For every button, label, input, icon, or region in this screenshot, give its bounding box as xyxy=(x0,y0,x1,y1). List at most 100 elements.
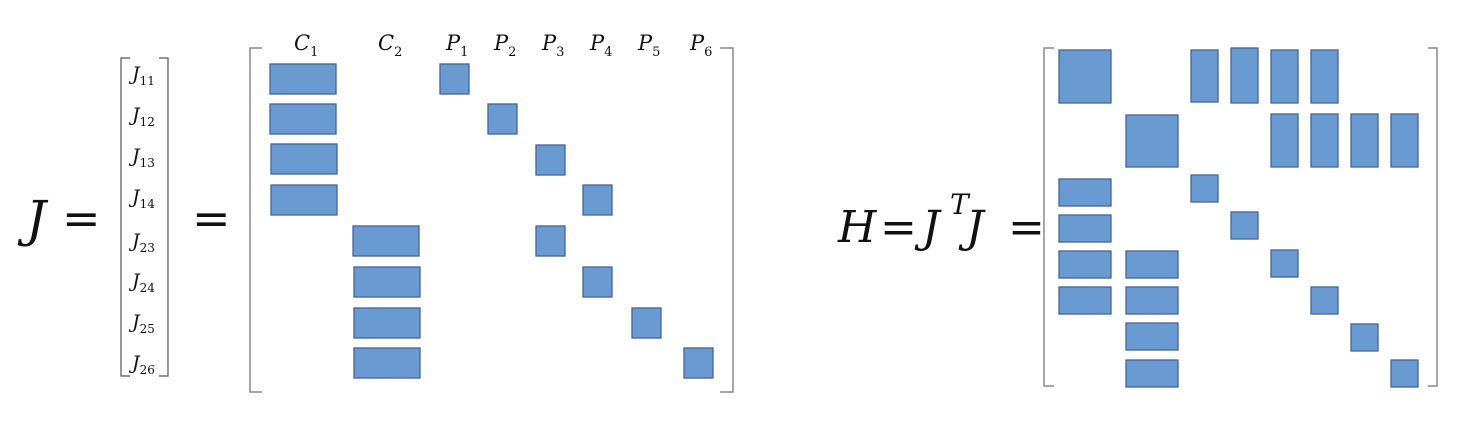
hessian-block-p1c1 xyxy=(1058,178,1112,207)
column-header-p1-base: P xyxy=(445,31,461,55)
hessian-block-c1p1 xyxy=(1190,49,1219,103)
column-header-p4: P4 xyxy=(589,31,612,60)
vector-entry-j12-subscript: 12 xyxy=(140,115,155,129)
column-header-c2-base: C xyxy=(378,31,394,55)
h-symbol: H xyxy=(837,202,878,253)
equals-sign-4: = xyxy=(1008,202,1045,253)
hessian-left-bracket xyxy=(1043,47,1054,387)
jacobian-right-bracket xyxy=(720,47,734,393)
jacobian-block-r12-p2 xyxy=(487,103,518,135)
hessian-block-p4p4 xyxy=(1310,286,1339,315)
hessian-block-c1p3 xyxy=(1270,49,1299,104)
hessian-block-p3c2 xyxy=(1125,250,1179,279)
jacobian-block-r14-c1 xyxy=(270,184,338,216)
column-header-c1-base: C xyxy=(294,31,310,55)
hessian-block-c1p2 xyxy=(1230,47,1259,104)
jacobian-block-r23-p3 xyxy=(535,225,566,257)
jacobian-left-bracket xyxy=(249,47,262,393)
column-header-p2-base: P xyxy=(493,31,509,55)
hessian-block-c1c1 xyxy=(1058,49,1112,104)
column-header-p2-subscript: 2 xyxy=(508,45,516,60)
transpose-superscript: T xyxy=(950,188,971,221)
jacobian-block-r23-c2 xyxy=(352,225,420,257)
column-header-p5-subscript: 5 xyxy=(652,45,660,60)
jacobian-block-r12-c1 xyxy=(269,103,337,135)
vector-entry-j25: J25 xyxy=(128,311,155,336)
jacobian-block-r24-c2 xyxy=(353,266,421,298)
hessian-block-p2p2 xyxy=(1230,211,1259,240)
jacobian-block-r11-c1 xyxy=(269,63,337,95)
hessian-block-p6p6 xyxy=(1390,359,1419,388)
vector-entry-j14: J14 xyxy=(128,186,155,211)
jacobian-block-r26-c2 xyxy=(353,347,421,379)
hessian-block-p3c1 xyxy=(1058,250,1112,279)
vector-entry-j11-base: J xyxy=(128,63,141,85)
vector-entry-j11: J11 xyxy=(128,63,155,88)
hessian-right-bracket xyxy=(1428,47,1438,387)
jacobian-block-r11-p1 xyxy=(439,63,470,95)
vector-right-bracket xyxy=(159,57,169,377)
column-header-p4-subscript: 4 xyxy=(604,45,612,60)
hessian-block-c2p5 xyxy=(1350,113,1379,168)
jacobian-block-r24-p4 xyxy=(582,266,613,298)
column-header-p6-base: P xyxy=(689,31,705,55)
vector-entry-j24-base: J xyxy=(128,270,141,292)
vector-entry-j26-base: J xyxy=(128,352,141,374)
vector-entry-j25-subscript: 25 xyxy=(140,322,155,336)
hessian-block-c2c2 xyxy=(1125,114,1179,168)
hessian-block-p1p1 xyxy=(1190,174,1219,203)
hessian-block-c2p3 xyxy=(1270,113,1299,168)
vector-entry-j23-subscript: 23 xyxy=(140,241,155,255)
hessian-blocks xyxy=(1058,47,1419,388)
hessian-block-p5c2 xyxy=(1125,322,1179,351)
vector-entry-j26: J26 xyxy=(128,352,155,377)
column-header-c1: C1 xyxy=(294,31,318,60)
column-header-c1-subscript: 1 xyxy=(310,45,318,60)
vector-entry-j12-base: J xyxy=(128,104,141,126)
j-symbol: J xyxy=(17,190,49,248)
column-header-p5-base: P xyxy=(637,31,653,55)
equals-sign-2: = xyxy=(192,191,231,245)
column-header-p6: P6 xyxy=(689,31,712,60)
jacobian-block-r13-c1 xyxy=(270,143,338,175)
column-header-p2: P2 xyxy=(493,31,516,60)
equals-sign-3: = xyxy=(880,202,917,253)
vector-entry-j12: J12 xyxy=(128,104,155,129)
column-header-p1-subscript: 1 xyxy=(460,45,468,60)
jacobian-point-blocks xyxy=(439,63,714,379)
hessian-block-c1p4 xyxy=(1310,49,1339,104)
vector-entry-j23-base: J xyxy=(128,230,141,252)
vector-entry-j13-base: J xyxy=(128,145,141,167)
jacobian-block-r25-c2 xyxy=(353,307,421,339)
vector-entry-j25-base: J xyxy=(128,311,141,333)
vector-entry-j14-subscript: 14 xyxy=(140,197,156,211)
column-header-p5: P5 xyxy=(637,31,660,60)
jacobian-block-r13-p3 xyxy=(535,144,566,176)
vector-entry-j24: J24 xyxy=(128,270,155,295)
vector-entry-j13: J13 xyxy=(128,145,155,170)
hessian-block-p3p3 xyxy=(1270,249,1299,278)
hessian-block-c2p4 xyxy=(1310,113,1339,168)
hessian-block-p4c2 xyxy=(1125,286,1179,315)
vector-entry-j13-subscript: 13 xyxy=(140,156,155,170)
column-header-p3: P3 xyxy=(541,31,564,60)
hessian-block-p5p5 xyxy=(1350,323,1379,352)
column-header-p3-subscript: 3 xyxy=(556,45,564,60)
jt-symbol: J xyxy=(914,202,942,253)
vector-entry-j26-subscript: 26 xyxy=(140,363,155,377)
vector-left-bracket xyxy=(120,57,130,377)
hessian-block-p4c1 xyxy=(1058,286,1112,315)
vector-entry-j11-subscript: 11 xyxy=(140,74,155,88)
jacobian-camera-blocks xyxy=(269,63,421,379)
column-header-c2-subscript: 2 xyxy=(394,45,402,60)
jacobian-block-r26-p6 xyxy=(683,347,714,379)
hessian-block-c2p6 xyxy=(1390,113,1419,168)
column-header-p4-base: P xyxy=(589,31,605,55)
jacobian-block-r14-p4 xyxy=(582,184,613,216)
vector-entry-j23: J23 xyxy=(128,230,155,255)
vector-entry-j24-subscript: 24 xyxy=(140,281,156,295)
